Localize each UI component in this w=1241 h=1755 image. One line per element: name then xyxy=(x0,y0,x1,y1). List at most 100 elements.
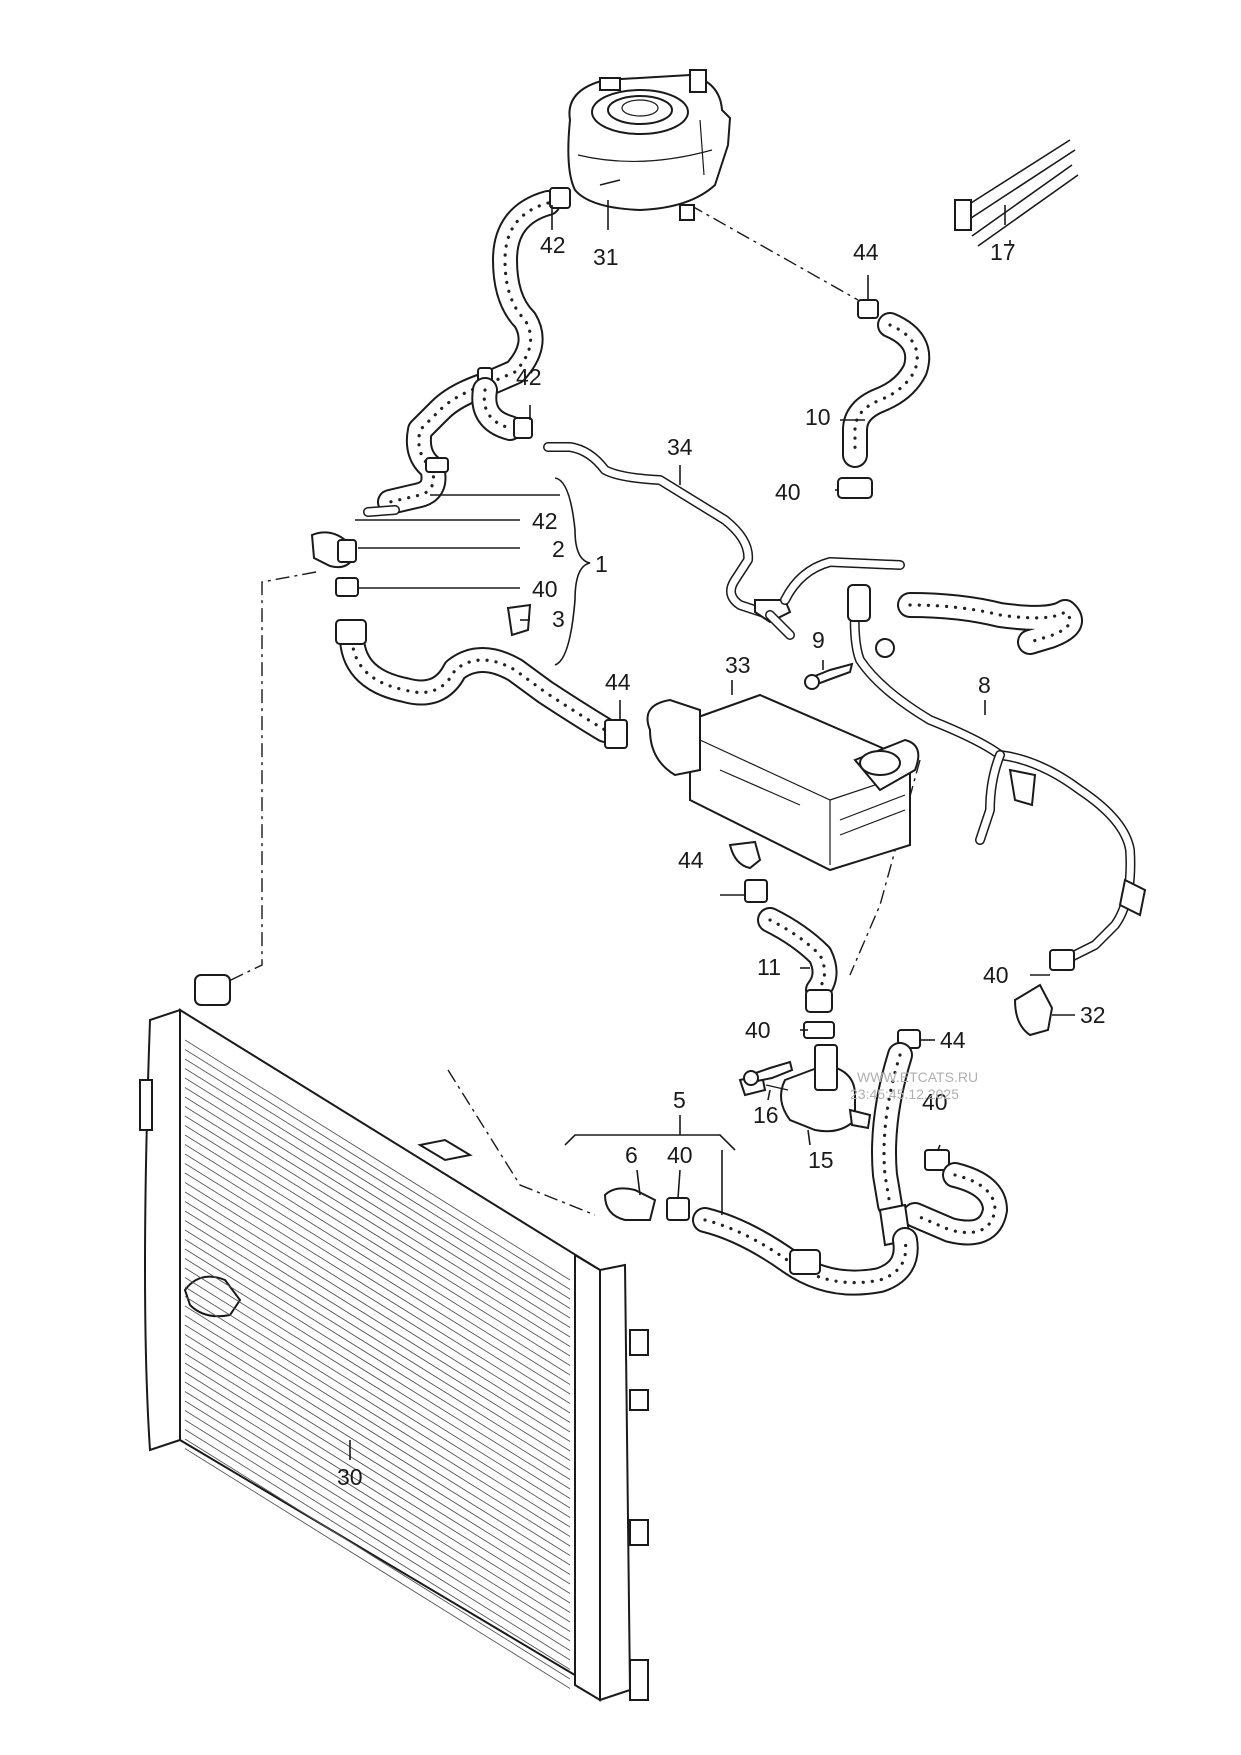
radiator-fin-line xyxy=(184,1239,571,1480)
callout-5: 5 xyxy=(673,1087,686,1113)
radiator-fin-line xyxy=(184,1210,571,1452)
callout-30: 30 xyxy=(337,1464,363,1490)
radiator-fin-line xyxy=(184,1068,571,1309)
radiator-fin-line xyxy=(184,1296,571,1537)
radiator-fins xyxy=(184,1039,571,1689)
callout-3: 3 xyxy=(552,606,565,632)
radiator-fin-line xyxy=(184,1144,571,1385)
water-pump-15 xyxy=(738,1044,872,1133)
radiator-fin-line xyxy=(184,1125,571,1366)
callout-1: 1 xyxy=(595,551,608,577)
callout-2: 2 xyxy=(552,536,565,562)
callout-40-right: 40 xyxy=(983,962,1009,988)
radiator-fin-line xyxy=(184,1419,571,1661)
radiator-fin-line xyxy=(184,1305,571,1547)
hose-lower-right xyxy=(871,1029,1008,1247)
radiator-fin-line xyxy=(184,1077,571,1319)
radiator-fin-line xyxy=(184,1134,571,1376)
radiator-fin-line xyxy=(184,1163,571,1404)
pipe-34 xyxy=(543,442,905,640)
callout-44-top: 44 xyxy=(853,239,879,265)
callout-17: 17 xyxy=(990,239,1016,265)
callout-15: 15 xyxy=(808,1147,834,1173)
hose-assembly-1 xyxy=(310,505,628,749)
callout-16: 16 xyxy=(753,1102,779,1128)
hose-branch-42 xyxy=(471,377,533,441)
leader-lines xyxy=(349,200,1075,1460)
bolt-9 xyxy=(804,662,854,690)
callout-40-lower: 40 xyxy=(922,1089,948,1115)
hose-5 xyxy=(603,1187,919,1296)
hose-upper-left xyxy=(377,187,571,515)
callout-34: 34 xyxy=(667,434,693,460)
radiator-fin-line xyxy=(184,1201,571,1442)
radiator-fin-line xyxy=(184,1410,571,1651)
callout-8: 8 xyxy=(978,672,991,698)
callout-6: 6 xyxy=(625,1142,638,1168)
radiator-fin-line xyxy=(184,1315,571,1556)
callout-10: 10 xyxy=(805,404,831,430)
watermark-line2: 23:45:45.12.2025 xyxy=(850,1086,959,1102)
radiator-fin-line xyxy=(184,1258,571,1499)
callout-32: 32 xyxy=(1080,1002,1106,1028)
radiator-fin-line xyxy=(184,1391,571,1632)
hose-right-top xyxy=(897,592,1083,655)
radiator-fin-line xyxy=(184,1429,571,1670)
radiator-fin-line xyxy=(184,1381,571,1623)
radiator-fin-line xyxy=(184,1058,571,1300)
heat-exchanger-33 xyxy=(646,693,920,872)
hose-11 xyxy=(744,879,838,1039)
callout-11: 11 xyxy=(757,954,781,980)
radiator-fin-line xyxy=(184,1334,571,1575)
radiator-fin-line xyxy=(184,1191,571,1433)
callout-42-low: 42 xyxy=(532,508,558,534)
radiator-fin-line xyxy=(184,1353,571,1594)
callout-31: 31 xyxy=(593,244,619,270)
radiator-fin-line xyxy=(184,1448,571,1689)
callout-44-cooler: 44 xyxy=(678,847,704,873)
pipe-8 xyxy=(847,584,1147,965)
radiator-fin-line xyxy=(184,1400,571,1642)
callouts: 42 31 17 44 10 42 34 40 42 2 1 40 3 9 33… xyxy=(337,232,1106,1490)
radiator-30 xyxy=(139,974,649,1702)
radiator-fin-line xyxy=(184,1267,571,1509)
radiator-fin-line xyxy=(184,1372,571,1613)
callout-42-top: 42 xyxy=(540,232,566,258)
reference-lines xyxy=(209,204,921,1216)
bolt-16 xyxy=(743,1060,794,1086)
radiator-fin-line xyxy=(184,1286,571,1528)
radiator-fin-line xyxy=(184,1248,571,1490)
radiator-fin-line xyxy=(184,1115,571,1357)
watermark: WWW.ETCATS.RU 23:45:45.12.2025 xyxy=(850,1069,978,1102)
callout-33: 33 xyxy=(725,652,751,678)
cable-ties-17 xyxy=(954,139,1079,247)
radiator-fin-line xyxy=(184,1096,571,1338)
expansion-tank xyxy=(567,69,732,221)
radiator-fin-line xyxy=(184,1087,571,1328)
radiator-fin-line xyxy=(184,1362,571,1604)
radiator-fin-line xyxy=(184,1229,571,1471)
radiator-fin-line xyxy=(184,1277,571,1518)
radiator-fin-line xyxy=(184,1172,571,1414)
radiator-fin-line xyxy=(184,1438,571,1680)
callout-42-mid: 42 xyxy=(516,364,542,390)
radiator-fin-line xyxy=(184,1343,571,1585)
radiator-fin-line xyxy=(184,1106,571,1347)
radiator-fin-line xyxy=(184,1182,571,1423)
radiator-fin-line xyxy=(184,1039,571,1281)
callout-40-top: 40 xyxy=(775,479,801,505)
watermark-line1: WWW.ETCATS.RU xyxy=(857,1069,978,1085)
radiator-fin-line xyxy=(184,1220,571,1461)
callout-9: 9 xyxy=(812,627,825,653)
radiator-fin-line xyxy=(184,1324,571,1566)
callout-44-mid: 44 xyxy=(605,669,631,695)
sleeve-32 xyxy=(1013,949,1075,1037)
callout-44-right: 44 xyxy=(940,1027,966,1053)
callout-40-pump: 40 xyxy=(745,1017,771,1043)
radiator-fin-line xyxy=(184,1153,571,1395)
callout-40-bottom: 40 xyxy=(667,1142,693,1168)
hose-10 xyxy=(837,299,931,499)
callout-40-left: 40 xyxy=(532,576,558,602)
radiator-fin-line xyxy=(184,1049,571,1290)
